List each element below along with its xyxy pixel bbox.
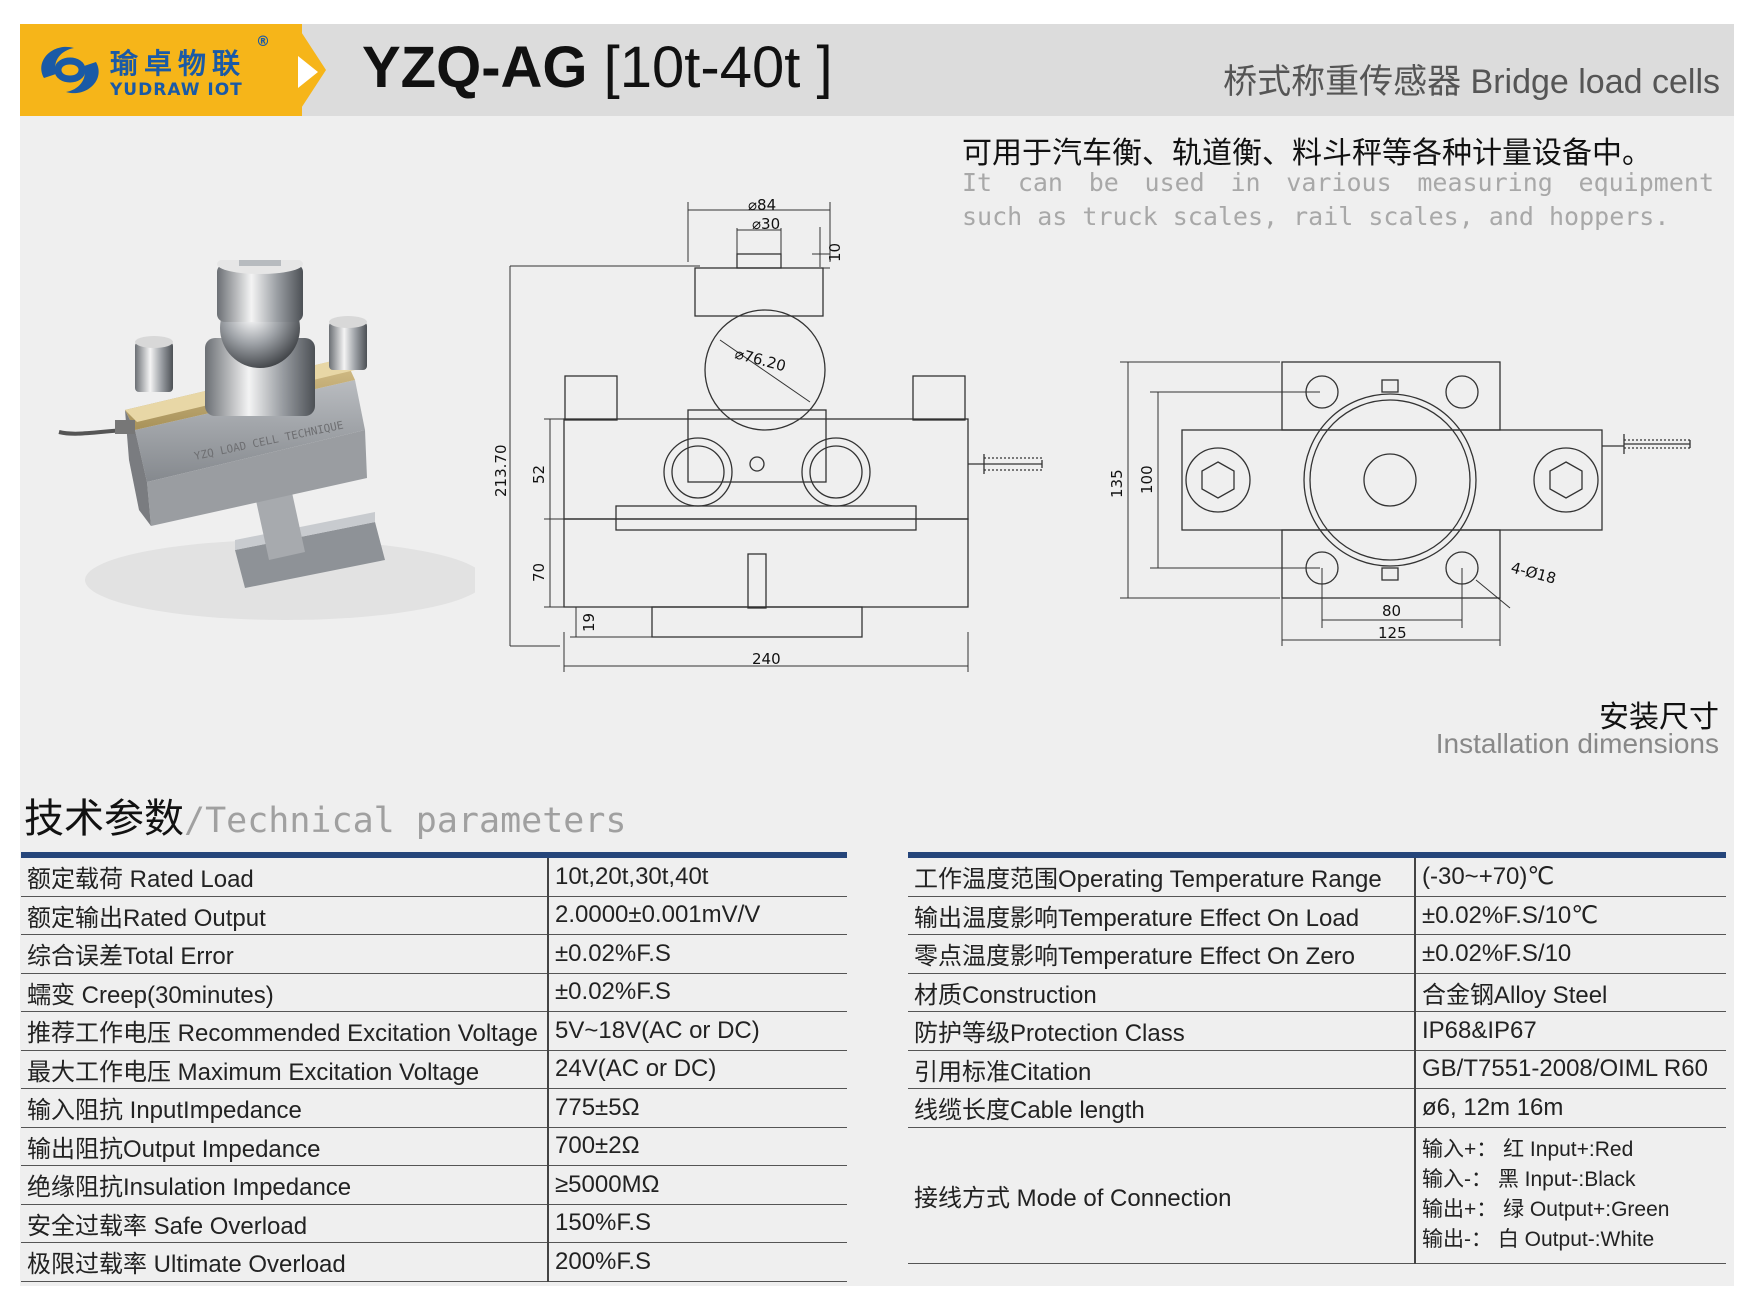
spec-value: 150%F.S [548,1204,847,1243]
dim-125: 125 [1378,624,1407,642]
dim-52: 52 [530,465,548,484]
spec-value: 775±5Ω [548,1088,847,1128]
spec-value: 合金钢Alloy Steel [1415,973,1726,1012]
spec-label: 输入阻抗 InputImpedance [21,1088,549,1128]
spec-label: 额定载荷 Rated Load [21,852,549,897]
dim-240: 240 [752,650,781,668]
spec-label: 零点温度影响Temperature Effect On Zero [908,934,1416,974]
install-title-en: Installation dimensions [1435,728,1719,759]
dim-70: 70 [530,563,548,582]
front-view-drawing: ⌀84 ⌀30 10 ⌀76.20 213.70 52 70 19 240 [492,196,1043,672]
spec-value: ≥5000MΩ [548,1165,847,1205]
dim-10: 10 [826,243,844,262]
header-triangle-icon [298,56,318,88]
spec-label: 输出阻抗Output Impedance [21,1127,549,1166]
dim-phi84: ⌀84 [748,196,776,214]
install-title-cn: 安装尺寸 [1599,700,1719,735]
spec-value: 5V~18V(AC or DC) [548,1011,847,1051]
spec-value: IP68&IP67 [1415,1011,1726,1051]
spec-value: 10t,20t,30t,40t [548,852,847,897]
dim-80: 80 [1382,602,1401,620]
tech-params-title: 技术参数/Technical parameters [24,786,627,844]
brand-logo-icon [41,46,99,94]
usage-text-en: It can be used in various measuring equi… [962,168,1714,231]
dim-19: 19 [580,613,598,632]
wiring-line: 输出+： 绿 Output+:Green [1422,1198,1670,1221]
spec-row: 工作温度范围Operating Temperature Range(-30~+7… [908,852,1726,897]
spec-label: 推荐工作电压 Recommended Excitation Voltage [21,1011,549,1051]
spec-value: (-30~+70)℃ [1415,852,1726,897]
spec-label: 防护等级Protection Class [908,1011,1416,1051]
brand-name-cn: 瑜卓物联 [110,47,247,80]
spec-row: 综合误差Total Error±0.02%F.S [21,934,847,974]
spec-label: 安全过载率 Safe Overload [21,1204,549,1243]
spec-label: 综合误差Total Error [21,934,549,974]
spec-value: ±0.02%F.S/10 [1415,934,1726,974]
spec-label: 额定输出Rated Output [21,896,549,935]
tech-title-cn: 技术参数 [24,796,184,842]
spec-value: ø6, 12m 16m [1415,1088,1726,1128]
spec-label: 工作温度范围Operating Temperature Range [908,852,1416,897]
dim-135: 135 [1110,469,1126,498]
wiring-line: 输出-： 白 Output-:White [1422,1228,1655,1251]
spec-value: 24V(AC or DC) [548,1050,847,1089]
spec-value: 200%F.S [548,1242,847,1282]
spec-row: 零点温度影响Temperature Effect On Zero±0.02%F.… [908,934,1726,974]
model-code: YZQ-AG [362,35,588,100]
logo-block [20,24,302,116]
product-photo: YZQ LOAD CELL TECHNIQUE [58,260,475,620]
spec-label: 绝缘阻抗Insulation Impedance [21,1165,549,1205]
spec-value: ±0.02%F.S/10℃ [1415,896,1726,935]
spec-value: 700±2Ω [548,1127,847,1166]
spec-label: 引用标准Citation [908,1050,1416,1089]
brand-name-en: YUDRAW IOT [110,80,243,100]
spec-table-right: 工作温度范围Operating Temperature Range(-30~+7… [908,852,1726,1264]
spec-label: 输出温度影响Temperature Effect On Load [908,896,1416,935]
registered-mark: ® [256,34,270,50]
model-range: [10t-40t ] [603,35,833,100]
spec-row: 绝缘阻抗Insulation Impedance≥5000MΩ [21,1165,847,1205]
model-title: YZQ-AG [10t-40t ] [362,34,833,101]
spec-label: 蠕变 Creep(30minutes) [21,973,549,1012]
tech-title-en: /Technical parameters [184,801,627,841]
usage-text-cn: 可用于汽车衡、轨道衡、料斗秤等各种计量设备中。 [962,136,1652,171]
spec-value: ±0.02%F.S [548,934,847,974]
dim-100: 100 [1138,465,1156,494]
connection-wiring: 输入+： 红 Input+:Red 输入-： 黑 Input-:Black 输出+：… [1415,1127,1726,1264]
spec-row: 输出温度影响Temperature Effect On Load±0.02%F.… [908,896,1726,935]
spec-label: 极限过载率 Ultimate Overload [21,1242,549,1282]
spec-value: 2.0000±0.001mV/V [548,896,847,935]
spec-value: ±0.02%F.S [548,973,847,1012]
connection-label: 接线方式 Mode of Connection [908,1127,1416,1264]
dim-phi76: ⌀76.20 [733,344,788,375]
product-subtitle: 桥式称重传感器 Bridge load cells [1223,63,1720,101]
wiring-line: 输入+： 红 Input+:Red [1422,1138,1634,1161]
spec-label: 材质Construction [908,973,1416,1012]
dim-holes: 4-Ø18 [1509,558,1558,587]
top-view-drawing: 135 100 80 125 4-Ø18 [1110,361,1691,646]
dim-213: 213.70 [492,445,510,498]
spec-label: 最大工作电压 Maximum Excitation Voltage [21,1050,549,1089]
spec-value: GB/T7551-2008/OIML R60 [1415,1050,1726,1089]
dim-phi30: ⌀30 [752,215,780,233]
spec-label: 线缆长度Cable length [908,1088,1416,1128]
wiring-line: 输入-： 黑 Input-:Black [1422,1168,1636,1191]
spec-row: 蠕变 Creep(30minutes)±0.02%F.S [21,973,847,1012]
